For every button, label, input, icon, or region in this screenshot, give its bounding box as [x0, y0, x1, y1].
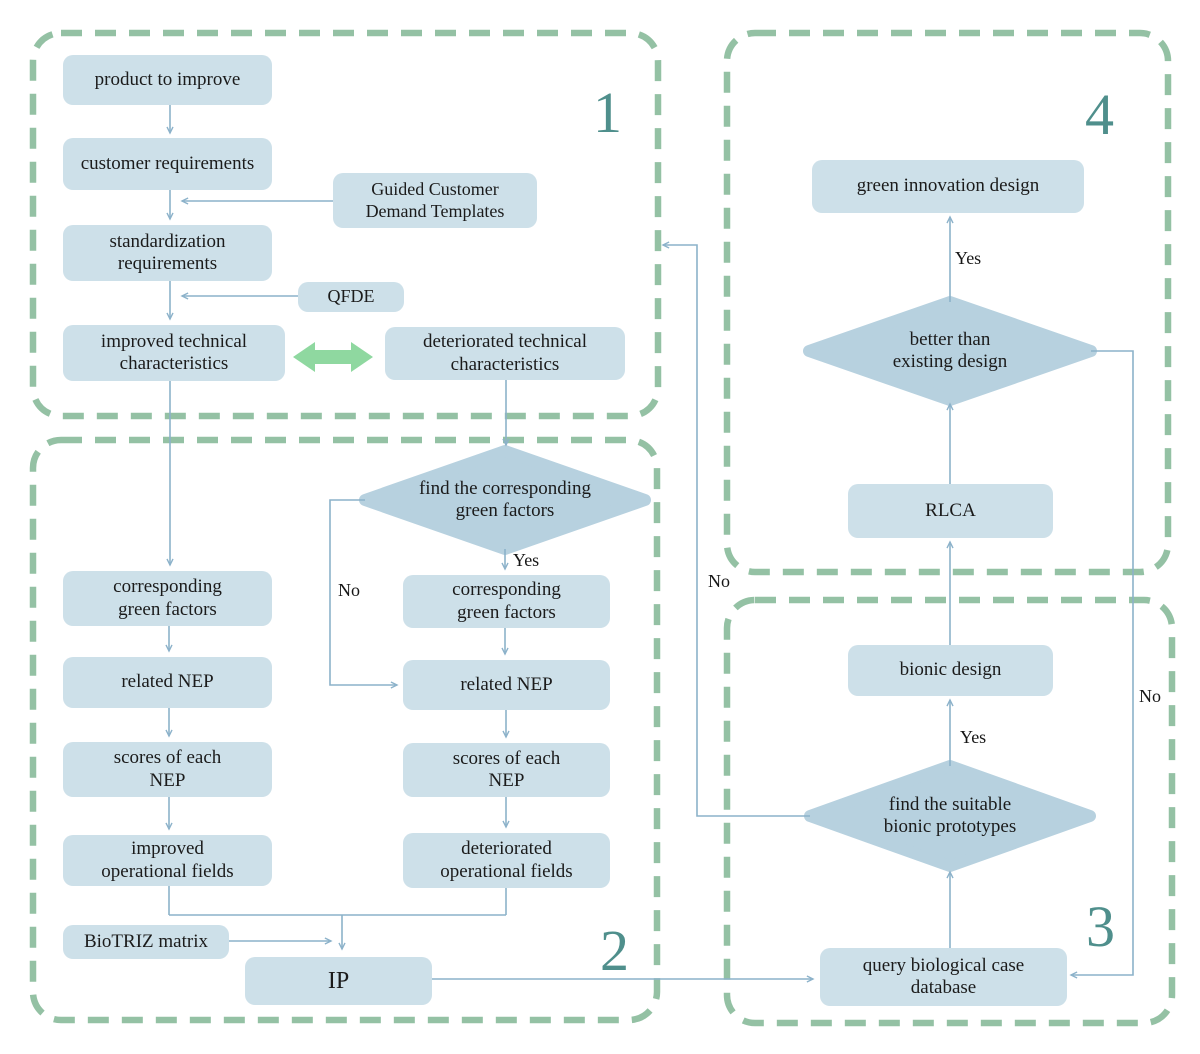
node-improved-technical-characteristics: improved technical characteristics: [63, 325, 285, 381]
node-green-innovation-design-label: green innovation design: [856, 175, 1040, 197]
node-deteriorated-operational-fields-label: deteriorated operational fields: [440, 838, 573, 882]
node-related-nep-right: related NEP: [403, 660, 610, 710]
node-scores-of-each-nep-left-label: scores of each NEP: [113, 747, 222, 791]
node-rlca-label: RLCA: [925, 499, 976, 521]
region-1-number: 1: [593, 80, 622, 145]
region-3-number: 3: [1086, 894, 1115, 959]
node-rlca: RLCA: [848, 484, 1053, 538]
region-1-border: [29, 29, 662, 420]
edge-better-no-loop: [1071, 350, 1134, 975]
node-query-biological-case-database-label: query biological case database: [862, 954, 1025, 998]
region-4-number: 4: [1085, 82, 1114, 147]
node-related-nep-left: related NEP: [63, 657, 272, 708]
decision-better-shape: [803, 296, 1097, 406]
node-qfde-label: QFDE: [327, 286, 375, 307]
decision-find-green-shape: [359, 445, 651, 555]
node-product-to-improve: product to improve: [63, 55, 272, 105]
edge-findgreen-no-loop: [329, 499, 397, 685]
node-corresponding-green-factors-right: corresponding green factors: [403, 575, 610, 628]
edge-label-yes-better: Yes: [955, 248, 982, 268]
node-improved-technical-characteristics-label: improved technical characteristics: [100, 330, 248, 374]
node-related-nep-right-label: related NEP: [460, 673, 553, 695]
node-ip: IP: [245, 957, 432, 1005]
node-guided-customer-demand-templates: Guided Customer Demand Templates: [333, 173, 537, 228]
node-standardization-requirements-label: standardization requirements: [109, 230, 226, 274]
node-improved-operational-fields-label: improved operational fields: [101, 838, 234, 882]
region-2-number: 2: [600, 918, 629, 983]
node-bionic-design: bionic design: [848, 645, 1053, 696]
node-corresponding-green-factors-left-label: corresponding green factors: [113, 576, 222, 620]
node-deteriorated-technical-characteristics-label: deteriorated technical characteristics: [422, 331, 588, 375]
edge-label-yes-find-green: Yes: [513, 550, 540, 570]
tradeoff-double-arrow-icon: [293, 342, 373, 372]
node-scores-of-each-nep-left: scores of each NEP: [63, 742, 272, 797]
node-related-nep-left-label: related NEP: [121, 671, 214, 693]
node-qfde: QFDE: [298, 282, 404, 312]
node-improved-operational-fields: improved operational fields: [63, 835, 272, 886]
node-guided-customer-demand-templates-label: Guided Customer Demand Templates: [365, 179, 505, 221]
node-query-biological-case-database: query biological case database: [820, 948, 1067, 1006]
node-product-to-improve-label: product to improve: [94, 68, 241, 90]
node-corresponding-green-factors-left: corresponding green factors: [63, 571, 272, 626]
edge-label-no-find-green: No: [338, 580, 360, 600]
node-deteriorated-technical-characteristics: deteriorated technical characteristics: [385, 327, 625, 380]
region-2-border: [29, 436, 661, 1024]
node-ip-label: IP: [327, 967, 350, 994]
node-biotriz-matrix: BioTRIZ matrix: [63, 925, 229, 959]
node-bionic-design-label: bionic design: [899, 659, 1002, 681]
edge-label-no-find-bionic: No: [708, 571, 730, 591]
edge-label-no-better: No: [1139, 686, 1161, 706]
node-biotriz-matrix-label: BioTRIZ matrix: [83, 930, 208, 952]
node-customer-requirements-label: customer requirements: [80, 152, 255, 174]
decision-find-bionic-shape: [804, 760, 1096, 872]
edge-findbionic-no-loop: [663, 245, 810, 817]
node-deteriorated-operational-fields: deteriorated operational fields: [403, 833, 610, 888]
node-green-innovation-design: green innovation design: [812, 160, 1084, 213]
region-3-border: [723, 596, 1176, 1027]
node-corresponding-green-factors-right-label: corresponding green factors: [452, 579, 561, 623]
node-customer-requirements: customer requirements: [63, 138, 272, 190]
edge-label-yes-find-bionic: Yes: [960, 727, 987, 747]
node-standardization-requirements: standardization requirements: [63, 225, 272, 281]
node-scores-of-each-nep-right: scores of each NEP: [403, 743, 610, 797]
node-scores-of-each-nep-right-label: scores of each NEP: [452, 747, 561, 791]
